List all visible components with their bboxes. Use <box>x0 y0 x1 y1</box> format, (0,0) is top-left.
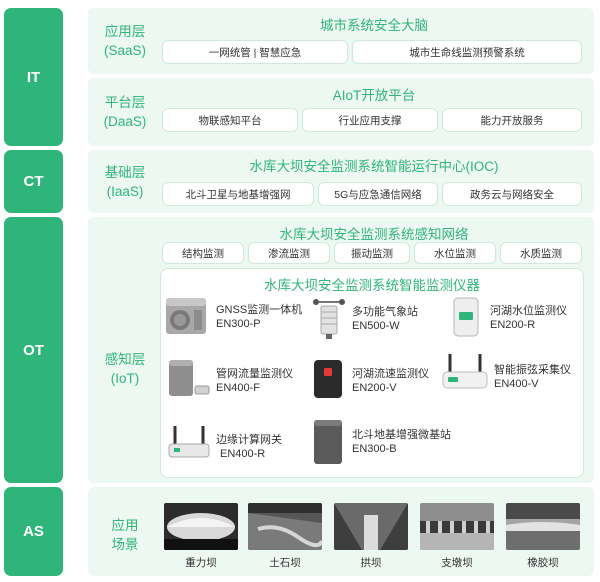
iot-item-water-quality: 水质监测 <box>500 242 582 264</box>
iot-label-line2: (IoT) <box>110 371 140 386</box>
iot-item-seepage: 渗流监测 <box>248 242 330 264</box>
device-collector-label: 智能振弦采集仪 EN400-V <box>494 363 571 391</box>
edge-gateway-icon <box>166 424 212 462</box>
device-gnss-name: GNSS监测一体机 <box>216 304 303 316</box>
instruments-box <box>160 268 584 478</box>
gravity-dam-image <box>164 503 238 550</box>
device-flow-name: 管网流量监测仪 <box>216 368 293 380</box>
iaas-item-beidou-network: 北斗卫星与地基增强网 <box>162 182 314 206</box>
device-gateway-name: 边缘计算网关 <box>216 434 282 446</box>
sidebar-it: IT <box>4 8 63 146</box>
iot-item-water-level: 水位监测 <box>414 242 496 264</box>
device-collector-name: 智能振弦采集仪 <box>494 364 571 376</box>
flow-meter-icon <box>166 356 212 400</box>
device-gnss-model: EN300-P <box>216 318 261 330</box>
saas-label-line1: 应用层 <box>104 24 146 39</box>
scene-label-earth-rock-dam: 土石坝 <box>269 557 301 569</box>
device-velocity-name: 河湖流速监测仪 <box>352 368 429 380</box>
daas-item-open-service: 能力开放服务 <box>442 108 582 132</box>
iot-item-vibration: 振动监测 <box>334 242 410 264</box>
device-weather-model: EN500-W <box>352 320 400 332</box>
scene-label-arch-dam: 拱坝 <box>360 557 382 569</box>
scenes-label-line2: 场景 <box>111 537 139 552</box>
device-base-station-name: 北斗地基增强微基站 <box>352 429 451 441</box>
sidebar-ot: OT <box>4 217 63 483</box>
velocity-meter-icon <box>310 358 346 400</box>
device-gateway-model: EN400-R <box>220 448 266 460</box>
daas-title: AIoT开放平台 <box>332 88 416 103</box>
iot-layer-label: 感知层 (IoT) <box>92 350 158 388</box>
device-flow-model: EN400-F <box>216 382 261 394</box>
saas-item-unified-management: 一网统管 | 智慧应急 <box>162 40 348 64</box>
saas-item-lifeline-warning: 城市生命线监测预警系统 <box>352 40 582 64</box>
iaas-label-line1: 基础层 <box>104 165 146 180</box>
daas-item-industry-support: 行业应用支撑 <box>302 108 438 132</box>
iaas-title: 水库大坝安全监测系统智能运行中心(IOC) <box>249 159 499 174</box>
weather-station-icon <box>312 294 346 340</box>
device-water-level-model: EN200-R <box>490 319 536 331</box>
iaas-layer-label: 基础层 (IaaS) <box>92 163 158 201</box>
iot-label-line1: 感知层 <box>104 352 146 367</box>
scene-label-rubber-dam: 橡胶坝 <box>527 557 559 569</box>
rubber-dam-image <box>506 503 580 550</box>
scene-label-buttress-dam: 支墩坝 <box>441 557 473 569</box>
scenes-label-line1: 应用 <box>111 518 139 533</box>
device-water-level-label: 河湖水位监测仪 EN200-R <box>490 304 567 332</box>
device-velocity-model: EN200-V <box>352 382 397 394</box>
scenes-label: 应用 场景 <box>92 516 158 554</box>
saas-title: 城市系统安全大脑 <box>320 18 428 33</box>
device-base-station-model: EN300-B <box>352 443 397 455</box>
arch-dam-image <box>334 503 408 550</box>
device-gnss-label: GNSS监测一体机 EN300-P <box>216 303 302 331</box>
gnss-device-icon <box>164 296 212 338</box>
daas-label-line1: 平台层 <box>104 95 146 110</box>
sidebar-as: AS <box>4 487 63 576</box>
earth-rock-dam-image <box>248 503 322 550</box>
daas-label-line2: (DaaS) <box>103 114 147 129</box>
device-base-station-label: 北斗地基增强微基站 EN300-B <box>352 428 451 456</box>
iaas-label-line2: (IaaS) <box>106 184 144 199</box>
device-collector-model: EN400-V <box>494 378 539 390</box>
sidebar-ct: CT <box>4 150 63 213</box>
iaas-item-5g-network: 5G与应急通信网络 <box>318 182 438 206</box>
vibrating-wire-collector-icon <box>440 352 490 392</box>
daas-layer-label: 平台层 (DaaS) <box>92 93 158 131</box>
device-water-level-name: 河湖水位监测仪 <box>490 305 567 317</box>
device-weather-label: 多功能气象站 EN500-W <box>352 305 418 333</box>
iot-title: 水库大坝安全监测系统感知网络 <box>279 227 469 242</box>
device-gateway-label: 边缘计算网关 EN400-R <box>216 433 282 461</box>
device-weather-name: 多功能气象站 <box>352 306 418 318</box>
instruments-title: 水库大坝安全监测系统智能监测仪器 <box>264 278 480 293</box>
device-flow-label: 管网流量监测仪 EN400-F <box>216 367 293 395</box>
buttress-dam-image <box>420 503 494 550</box>
water-level-meter-icon <box>448 296 484 338</box>
device-velocity-label: 河湖流速监测仪 EN200-V <box>352 367 429 395</box>
saas-layer-label: 应用层 (SaaS) <box>92 22 158 60</box>
scene-label-gravity-dam: 重力坝 <box>185 557 217 569</box>
daas-item-iot-platform: 物联感知平台 <box>162 108 298 132</box>
beidou-base-station-icon <box>310 418 346 466</box>
iaas-item-gov-cloud: 政务云与网络安全 <box>442 182 582 206</box>
iot-item-structure: 结构监测 <box>162 242 244 264</box>
saas-label-line2: (SaaS) <box>103 43 147 58</box>
